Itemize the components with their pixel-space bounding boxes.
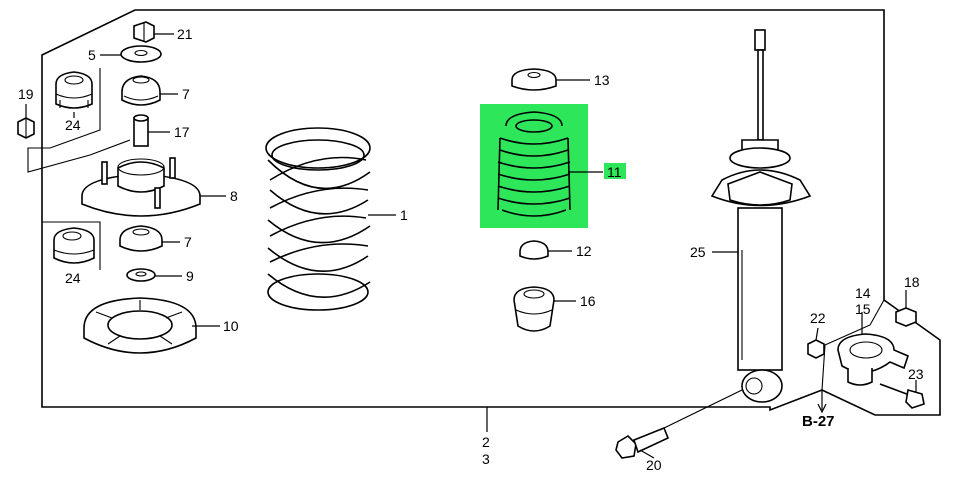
stopper-12-part[interactable] xyxy=(519,240,549,260)
callout-15: 15 xyxy=(855,301,871,317)
callout-12: 12 xyxy=(576,243,592,259)
callout-9: 9 xyxy=(186,268,194,284)
callout-7-upper: 7 xyxy=(182,86,190,102)
callout-22: 22 xyxy=(810,310,826,326)
mount-sub-boundary-lower xyxy=(42,221,101,270)
bushing-7-upper-part[interactable] xyxy=(121,75,161,106)
washer-5-part[interactable] xyxy=(120,45,162,63)
callout-10: 10 xyxy=(223,318,239,334)
nut-22-part[interactable] xyxy=(807,339,825,359)
dust-boot-11-highlight xyxy=(480,104,588,228)
mount-base-8-part[interactable] xyxy=(81,157,201,217)
spring-seat-10-part[interactable] xyxy=(83,297,197,354)
dust-cap-13-part[interactable] xyxy=(511,68,557,91)
callout-8: 8 xyxy=(230,188,238,204)
dust-boot-11-part[interactable] xyxy=(497,111,571,217)
bump-rubber-16-part[interactable] xyxy=(513,286,555,332)
assembly-boundary-step xyxy=(821,299,885,391)
mount-rubber-24-upper-part[interactable] xyxy=(55,71,93,109)
callout-3: 3 xyxy=(482,451,490,467)
callout-13: 13 xyxy=(594,72,610,88)
callout-2: 2 xyxy=(482,434,490,450)
bushing-7-lower-part[interactable] xyxy=(119,225,163,252)
callout-17: 17 xyxy=(174,124,190,140)
callout-11-highlight xyxy=(604,163,626,179)
callout-5: 5 xyxy=(88,47,96,63)
mount-rubber-24-lower-part[interactable] xyxy=(53,227,95,264)
callout-16: 16 xyxy=(580,293,596,309)
callout-14: 14 xyxy=(855,285,871,301)
nut-19-part[interactable] xyxy=(17,117,35,139)
callout-23: 23 xyxy=(908,366,924,382)
callout-18: 18 xyxy=(904,274,920,290)
callout-7-lower: 7 xyxy=(184,234,192,250)
callout-20: 20 xyxy=(646,457,662,473)
leader-lines xyxy=(25,33,917,459)
washer-9-part[interactable] xyxy=(126,268,156,282)
callout-11: 11 xyxy=(607,164,622,180)
callout-19: 19 xyxy=(18,86,34,102)
coil-spring-1-part[interactable] xyxy=(265,127,371,311)
clamp-bracket-14-15-part[interactable] xyxy=(837,333,909,386)
callout-24-lower: 24 xyxy=(65,270,81,286)
callout-24-upper: 24 xyxy=(65,117,81,133)
bolt-23-part[interactable] xyxy=(879,383,925,409)
collar-17-part[interactable] xyxy=(133,114,149,147)
callout-25: 25 xyxy=(690,244,706,260)
nut-18-part[interactable] xyxy=(895,307,917,327)
mount-sub-boundary-upper xyxy=(27,68,131,173)
reference-b27-link[interactable]: B-27 xyxy=(802,413,835,430)
shock-absorber-25-part[interactable] xyxy=(710,29,812,403)
bolt-20-part[interactable] xyxy=(615,426,670,459)
nut-21-part[interactable] xyxy=(133,21,155,43)
callout-1: 1 xyxy=(400,207,408,223)
assembly-boundary xyxy=(41,9,941,416)
callout-21: 21 xyxy=(177,26,193,42)
